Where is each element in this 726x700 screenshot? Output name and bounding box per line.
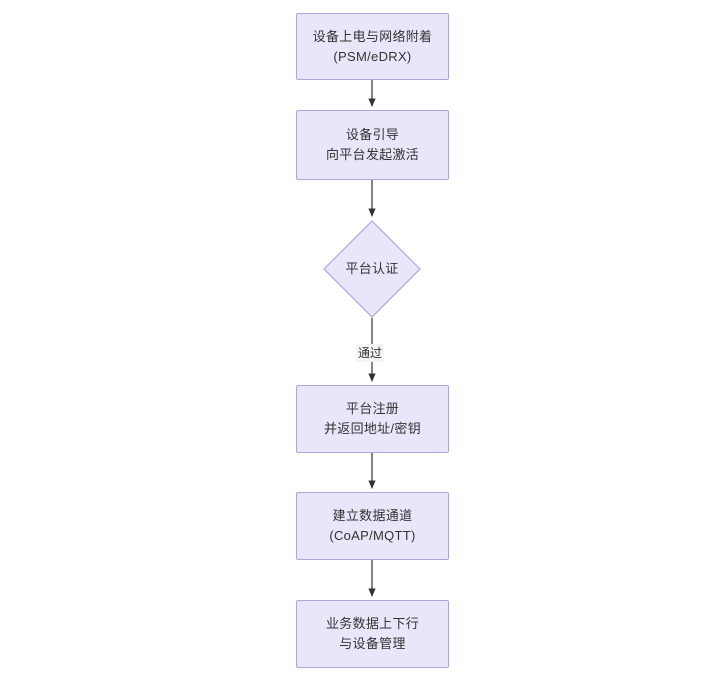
node-establish-data-channel[interactable]: 建立数据通道 (CoAP/MQTT) [296,492,449,560]
node-label: 平台注册 并返回地址/密钥 [323,401,421,436]
node-business-data-and-device-management[interactable]: 业务数据上下行 与设备管理 [296,600,449,668]
edge-label-pass: 通过 [356,344,385,362]
node-device-power-on[interactable]: 设备上电与网络附着 (PSM/eDRX) [296,13,449,80]
node-label: 业务数据上下行 与设备管理 [325,616,420,651]
node-platform-registration[interactable]: 平台注册 并返回地址/密钥 [296,385,449,453]
node-label: 设备上电与网络附着 (PSM/eDRX) [312,28,433,64]
node-device-bootstrap[interactable]: 设备引导 向平台发起激活 [296,110,449,180]
node-label: 设备引导 向平台发起激活 [325,127,420,162]
node-platform-authentication[interactable]: 平台认证 [323,220,421,318]
node-label: 平台认证 [345,261,399,276]
node-label: 建立数据通道 (CoAP/MQTT) [329,508,416,543]
diamond-shape [323,220,421,318]
